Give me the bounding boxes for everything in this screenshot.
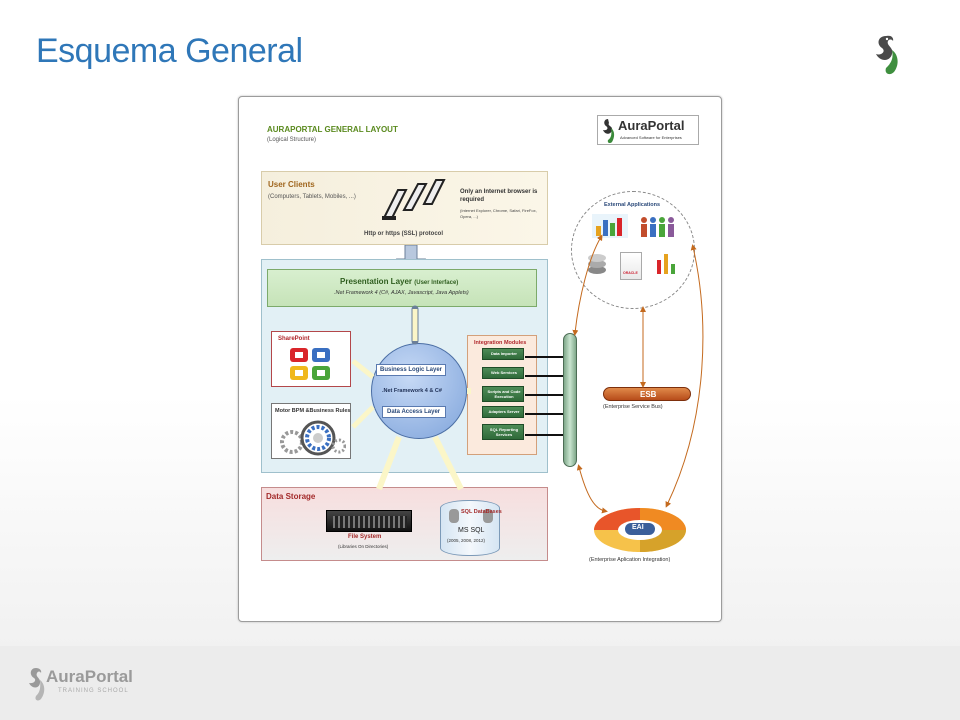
brand-logo-icon bbox=[603, 119, 615, 144]
bar-chart-icon bbox=[592, 214, 628, 238]
file-system-subtitle: (Libraries On Directories) bbox=[338, 544, 389, 549]
eai-caption: (Enterprise Aplication Integration) bbox=[589, 557, 671, 563]
sql-title: SQL DataBases bbox=[461, 509, 502, 515]
diagram-subtitle: (Logical Structure) bbox=[267, 137, 317, 143]
integration-module-item: Scripts and Code Execution bbox=[482, 386, 524, 402]
integration-module-item: Data Importer bbox=[482, 348, 524, 360]
people-icon bbox=[641, 217, 674, 237]
sql-versions: (2005, 2008, 2012) bbox=[447, 538, 486, 543]
footer-logo-name: AuraPortal bbox=[46, 667, 133, 686]
footer-logo-subtitle: TRAINING SCHOOL bbox=[58, 688, 129, 694]
core-framework: .Net Framework 4 & C# bbox=[382, 388, 442, 394]
sharepoint-icon bbox=[290, 348, 330, 380]
sql-name: MS SQL bbox=[458, 527, 485, 534]
integration-module-label: Scripts and Code Execution bbox=[487, 389, 521, 399]
presentation-layer: Presentation Layer (User Interface) .Net… bbox=[267, 269, 537, 307]
business-logic-label: Business Logic Layer bbox=[380, 367, 443, 373]
presentation-title: Presentation Layer bbox=[340, 277, 413, 286]
devices-icon bbox=[382, 179, 446, 220]
presentation-subtitle: (User Interface) bbox=[414, 280, 459, 286]
footer-bar bbox=[0, 646, 960, 720]
external-apps-title: External Applications bbox=[604, 202, 661, 208]
gears-icon bbox=[280, 420, 346, 456]
user-clients-title: User Clients bbox=[268, 180, 315, 189]
oracle-label: ORACLE bbox=[623, 271, 638, 275]
integration-module-item: Web Services bbox=[482, 367, 524, 379]
integration-module-item: SQL Reporting Services bbox=[482, 424, 524, 440]
brand-tagline: Advanced Software for Enterprises bbox=[620, 135, 682, 140]
sharepoint-box: SharePoint bbox=[271, 331, 351, 387]
database-icon bbox=[449, 509, 493, 523]
eai-ring-icon bbox=[594, 508, 686, 552]
browser-list: (Internet Explorer, Chrome, Safari, Fire… bbox=[460, 208, 537, 219]
brand-logo: AuraPortal Advanced Software for Enterpr… bbox=[597, 115, 699, 145]
data-access-label: Data Access Layer bbox=[387, 409, 441, 415]
external-apps-circle: External Applications ORACLE bbox=[571, 191, 695, 309]
footer-logo-icon bbox=[29, 668, 45, 701]
integration-module-item: Adapters Server bbox=[482, 406, 524, 418]
brand-name: AuraPortal bbox=[618, 118, 685, 133]
diagram-title: AURAPORTAL GENERAL LAYOUT bbox=[267, 125, 398, 134]
eai-label: EAI bbox=[632, 524, 644, 531]
esb-bar: ESB bbox=[603, 387, 691, 401]
integration-module-label: Data Importer bbox=[490, 351, 517, 356]
user-clients-panel: User Clients (Computers, Tablets, Mobile… bbox=[261, 171, 548, 245]
browser-note: Only an Internet browser is required bbox=[460, 189, 538, 203]
esb-caption: (Enterprise Service Bus) bbox=[603, 404, 663, 410]
diagram-card: AURAPORTAL GENERAL LAYOUT (Logical Struc… bbox=[238, 96, 722, 622]
core-circle: Business Logic Layer .Net Framework 4 & … bbox=[371, 343, 467, 439]
integration-module-label: Web Services bbox=[491, 370, 517, 375]
lab-chart-icon bbox=[657, 254, 675, 274]
user-clients-subtitle: (Computers, Tablets, Mobiles, ...) bbox=[268, 194, 356, 200]
bpm-title: Motor BPM &Business Rules bbox=[275, 408, 351, 414]
service-bus-pipe bbox=[563, 333, 577, 467]
coins-icon bbox=[588, 254, 606, 274]
data-access-box: Data Access Layer bbox=[382, 406, 446, 418]
file-system-title: File System bbox=[348, 534, 382, 540]
server-rack-icon bbox=[326, 510, 412, 532]
oracle-box-icon: ORACLE bbox=[620, 252, 642, 280]
presentation-tech: .Net Framework 4 (C#, AJAX, Javascript, … bbox=[334, 290, 469, 296]
protocol-label: Http or https (SSL) protocol bbox=[364, 231, 443, 237]
data-storage-panel: Data Storage File System (Libraries On D… bbox=[261, 487, 548, 561]
integration-module-label: Adapters Server bbox=[488, 409, 520, 414]
integration-module-label: SQL Reporting Services bbox=[489, 427, 519, 437]
business-logic-box: Business Logic Layer bbox=[376, 364, 446, 376]
data-storage-title: Data Storage bbox=[266, 492, 316, 501]
esb-label: ESB bbox=[640, 390, 657, 399]
integration-title: Integration Modules bbox=[474, 340, 527, 346]
slide-title: Esquema General bbox=[36, 32, 303, 70]
auraportal-logo-icon bbox=[876, 35, 898, 75]
sharepoint-title: SharePoint bbox=[278, 336, 310, 342]
database-cylinder: SQL DataBases MS SQL (2005, 2008, 2012) bbox=[440, 500, 502, 556]
bpm-box: Motor BPM &Business Rules bbox=[271, 403, 351, 459]
